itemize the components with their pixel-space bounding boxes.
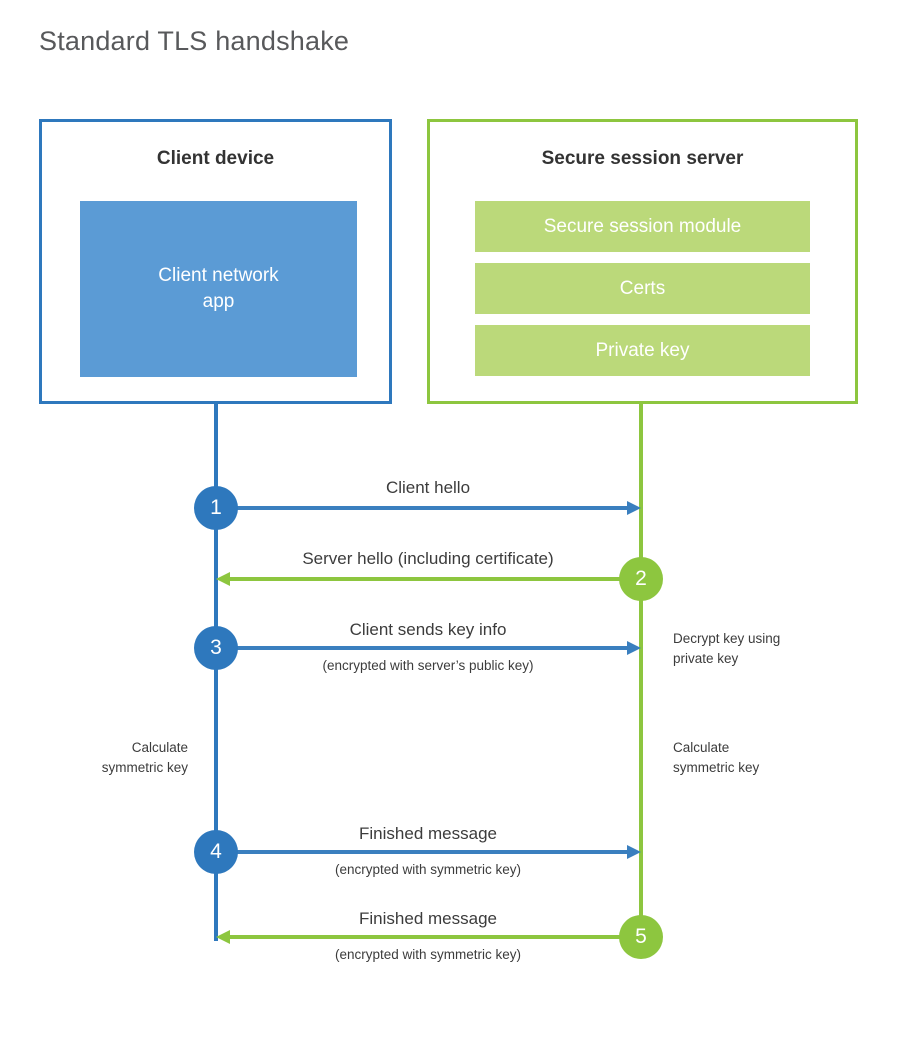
server-component-private-key: Private key	[475, 325, 810, 376]
step-badge-5[interactable]: 5	[619, 915, 663, 959]
step-1-arrow	[216, 501, 641, 515]
client-network-app-label: Client network app	[158, 265, 279, 312]
arrow-shaft	[229, 935, 641, 939]
step-5-message-sublabel: (encrypted with symmetric key)	[334, 947, 522, 962]
step-badge-2[interactable]: 2	[619, 557, 663, 601]
annotation-client-calculate-symmetric-key: Calculate symmetric key	[101, 740, 188, 775]
step-badge-number: 5	[635, 925, 647, 948]
step-3-arrow	[216, 641, 641, 655]
arrow-shaft	[216, 646, 628, 650]
secure-session-server-title: Secure session server	[541, 148, 744, 169]
step-badge-4[interactable]: 4	[194, 830, 238, 874]
step-2-message-label: Server hello (including certificate)	[302, 549, 554, 568]
step-5-message-label: Finished message	[359, 909, 497, 928]
step-badge-number: 4	[210, 840, 222, 863]
server-component-secure-session-module: Secure session module	[475, 201, 810, 252]
server-component-label: Certs	[619, 277, 666, 299]
arrow-shaft	[229, 577, 641, 581]
step-badge-number: 1	[210, 496, 222, 519]
arrow-head-icon	[216, 930, 230, 944]
step-2-arrow	[216, 572, 641, 586]
step-4-message-sublabel: (encrypted with symmetric key)	[334, 862, 522, 877]
client-device-box: Client device Client network app	[39, 119, 392, 404]
arrow-head-icon	[627, 501, 641, 515]
client-lifeline	[214, 404, 218, 941]
step-badge-3[interactable]: 3	[194, 626, 238, 670]
secure-session-server-box: Secure session server Secure session mod…	[427, 119, 858, 404]
server-component-label: Private key	[595, 339, 690, 361]
step-badge-number: 2	[635, 567, 647, 590]
page-title: Standard TLS handshake	[39, 26, 350, 56]
server-component-certs: Certs	[475, 263, 810, 314]
arrow-shaft	[216, 506, 628, 510]
client-network-app-block: Client network app	[80, 201, 357, 377]
arrow-head-icon	[627, 641, 641, 655]
step-3-message-sublabel: (encrypted with server’s public key)	[322, 658, 534, 673]
step-badge-number: 3	[210, 636, 222, 659]
server-lifeline	[639, 404, 643, 941]
step-4-arrow	[216, 845, 641, 859]
step-badge-1[interactable]: 1	[194, 486, 238, 530]
step-1-message-label: Client hello	[385, 478, 471, 497]
client-device-title: Client device	[156, 148, 275, 169]
arrow-head-icon	[216, 572, 230, 586]
annotation-server-decrypt-key: Decrypt key using private key	[673, 631, 781, 666]
step-3-message-label: Client sends key info	[349, 620, 507, 639]
step-5-arrow	[216, 930, 641, 944]
step-4-message-label: Finished message	[359, 824, 497, 843]
arrow-shaft	[216, 850, 628, 854]
server-component-label: Secure session module	[543, 215, 742, 237]
arrow-head-icon	[627, 845, 641, 859]
annotation-server-calculate-symmetric-key: Calculate symmetric key	[673, 740, 760, 775]
